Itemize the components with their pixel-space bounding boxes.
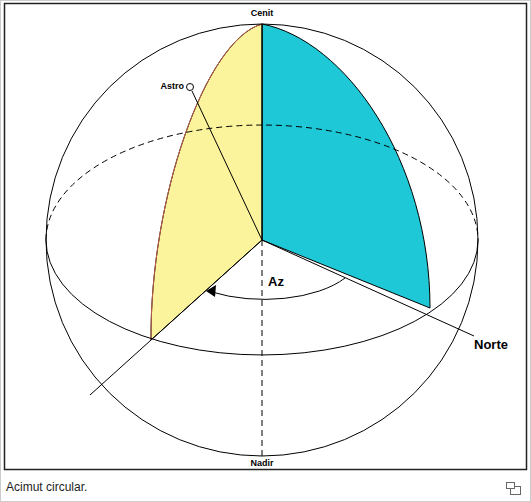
- axis-label: Cenit: [251, 9, 274, 19]
- axis-label: Az: [268, 275, 284, 289]
- figure-caption: Acimut circular.: [6, 481, 87, 494]
- axis-label: Norte: [474, 338, 508, 352]
- axis-label: Nadir: [250, 459, 273, 469]
- axis-label: Astro: [160, 82, 184, 92]
